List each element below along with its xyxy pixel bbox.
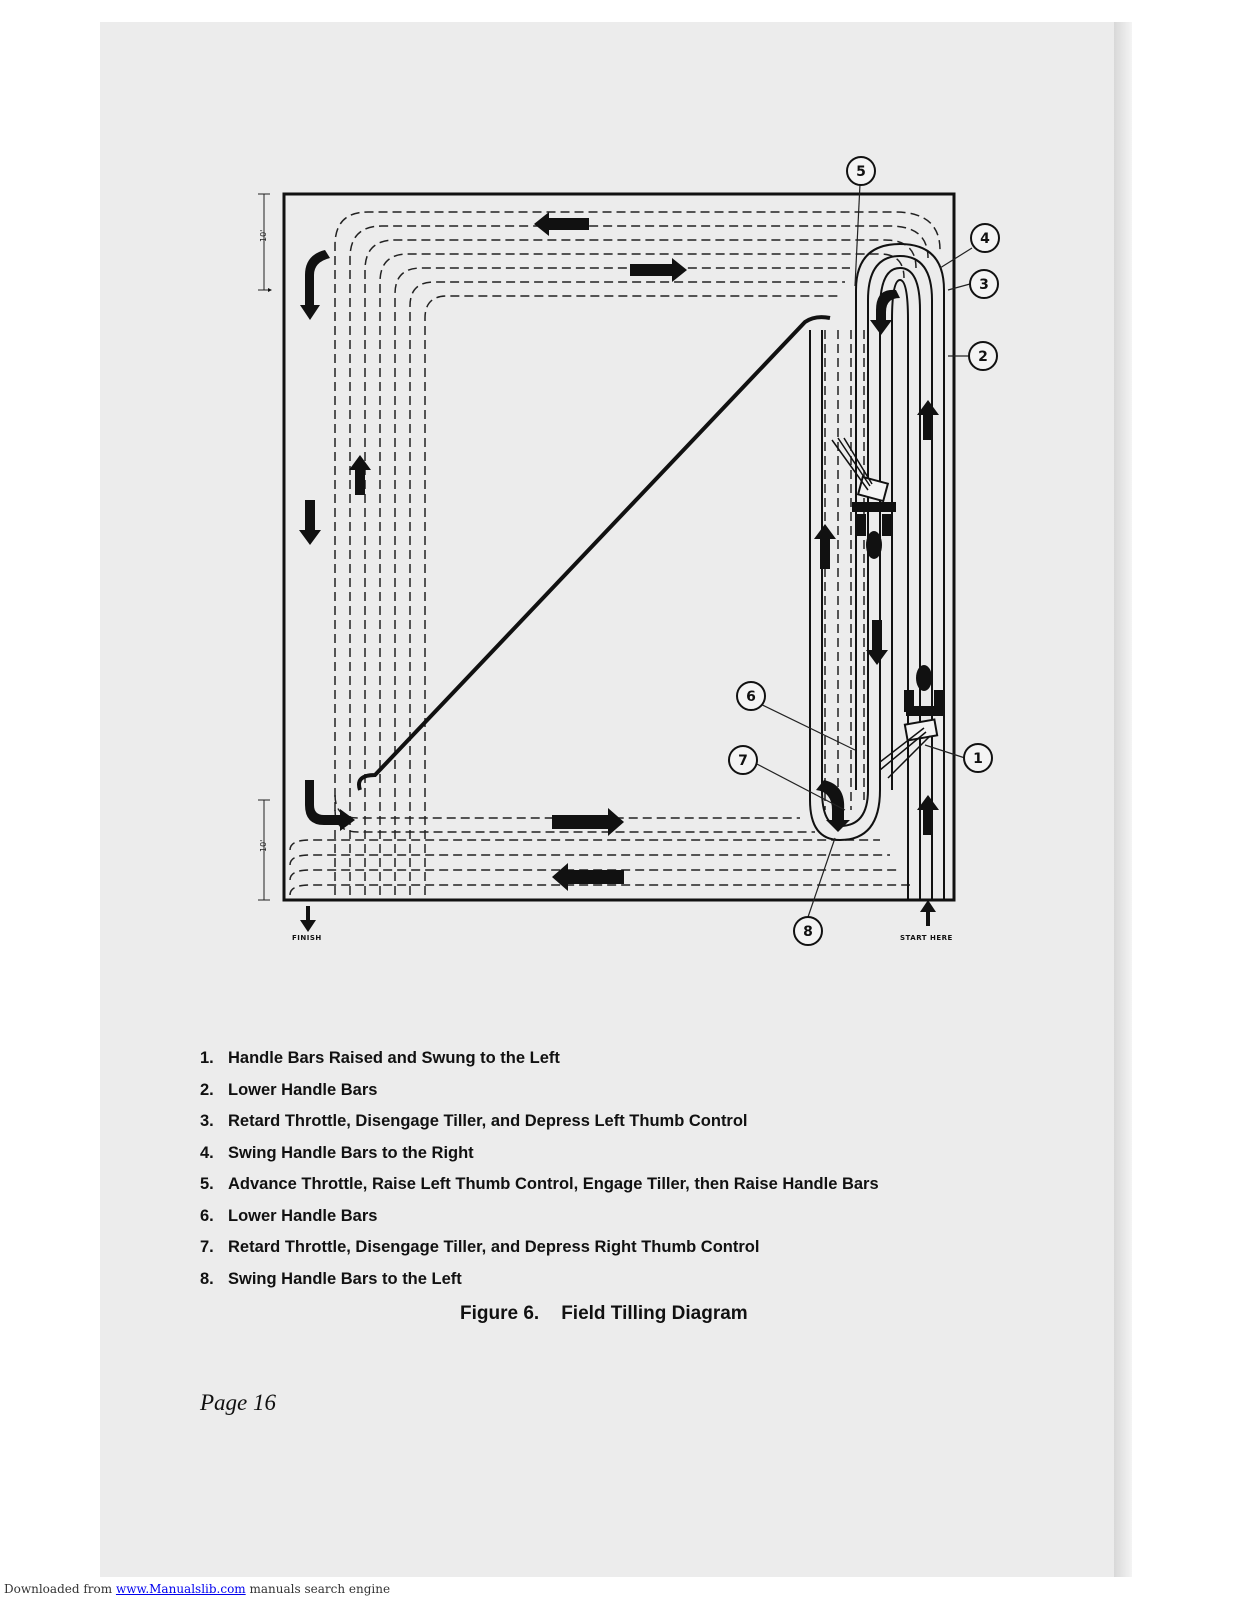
step-number: 7. [200, 1238, 214, 1256]
direction-arrows [299, 212, 939, 891]
callout-3: 3 [969, 269, 999, 299]
callout-8-label: 8 [803, 924, 813, 940]
callout-5-label: 5 [856, 164, 866, 180]
start-label: START HERE [900, 934, 953, 942]
callout-1: 1 [963, 743, 993, 773]
callout-6: 6 [736, 681, 766, 711]
headland-passes [334, 211, 941, 895]
step-number: 6. [200, 1206, 214, 1225]
step-text: Swing Handle Bars to the Left [228, 1269, 462, 1288]
callout-1-label: 1 [973, 751, 983, 767]
callout-5: 5 [846, 156, 876, 186]
callout-2-label: 2 [978, 349, 988, 365]
step-item: 6. Lower Handle Bars [200, 1201, 1100, 1233]
callout-2: 2 [968, 341, 998, 371]
step-number: 1. [200, 1049, 214, 1067]
step-item: 8. Swing Handle Bars to the Left [200, 1264, 1100, 1296]
diagram-svg: 10' 10' 1 2 3 4 5 6 7 8 FINISH START [258, 156, 1000, 946]
callout-7: 7 [728, 745, 758, 775]
step-item: 2. Lower Handle Bars [200, 1075, 1100, 1107]
step-text: Advance Throttle, Raise Left Thumb Contr… [228, 1175, 879, 1193]
download-footer: Downloaded from www.Manualslib.com manua… [4, 1582, 390, 1596]
step-item: 5. Advance Throttle, Raise Left Thumb Con… [200, 1169, 1100, 1201]
inner-strips [824, 330, 865, 810]
tiller-sketches [831, 437, 944, 779]
step-text: Handle Bars Raised and Swung to the Left [228, 1049, 560, 1067]
callout-3-label: 3 [979, 277, 989, 293]
step-number: 3. [200, 1112, 214, 1130]
dimension-bottom-label: 10' [259, 840, 268, 852]
step-item: 4. Swing Handle Bars to the Right [200, 1138, 1100, 1170]
step-text: Lower Handle Bars [228, 1206, 378, 1225]
figure-number: Figure 6. [460, 1303, 540, 1324]
finish-arrow [300, 906, 316, 932]
step-text: Retard Throttle, Disengage Tiller, and D… [228, 1112, 748, 1130]
manualslib-link[interactable]: www.Manualslib.com [115, 1582, 246, 1596]
start-arrow [920, 900, 936, 926]
diagonal-transfer [357, 315, 831, 791]
callout-leaders [751, 183, 973, 918]
step-number: 2. [200, 1080, 214, 1099]
dimension-markers [258, 193, 270, 901]
step-number: 5. [200, 1175, 214, 1193]
step-text: Lower Handle Bars [228, 1080, 378, 1099]
figure-title: Field Tilling Diagram [561, 1303, 748, 1324]
dimension-top-label: 10' [259, 230, 268, 242]
callout-7-label: 7 [738, 753, 748, 769]
step-text: Retard Throttle, Disengage Tiller, and D… [228, 1238, 760, 1256]
callout-6-label: 6 [746, 689, 756, 705]
field-tilling-diagram: 10' 10' 1 2 3 4 5 6 7 8 FINISH START [240, 150, 1040, 950]
finish-label: FINISH [292, 934, 322, 942]
callout-8: 8 [793, 916, 823, 946]
figure-caption: Figure 6. Field Tilling Diagram [460, 1303, 748, 1325]
footer-suffix: manuals search engine [245, 1582, 391, 1596]
page-number: Page 16 [200, 1390, 277, 1415]
step-text: Swing Handle Bars to the Right [228, 1143, 474, 1162]
callout-4-label: 4 [980, 231, 990, 247]
callouts: 1 2 3 4 5 6 7 8 [728, 156, 1000, 946]
callout-4: 4 [970, 223, 1000, 253]
step-list: 1. Handle Bars Raised and Swung to the Le… [200, 1043, 1100, 1295]
field-border [282, 192, 956, 902]
step-item: 3. Retard Throttle, Disengage Tiller, and… [200, 1106, 1100, 1138]
step-number: 4. [200, 1143, 214, 1162]
step-item: 1. Handle Bars Raised and Swung to the Le… [200, 1043, 1100, 1075]
page-edge-shadow [1114, 22, 1132, 1577]
footer-prefix: Downloaded from [4, 1582, 116, 1596]
step-item: 7. Retard Throttle, Disengage Tiller, and… [200, 1232, 1100, 1264]
step-number: 8. [200, 1269, 214, 1288]
